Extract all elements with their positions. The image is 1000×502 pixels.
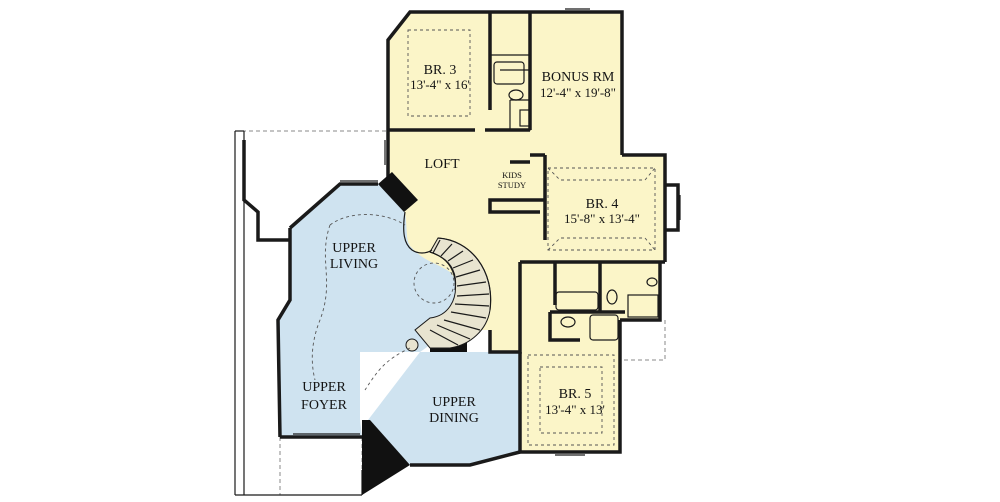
br5-name: BR. 5 — [559, 387, 592, 402]
kids-study-line2: STUDY — [498, 180, 526, 190]
bath-fixtures — [493, 61, 659, 341]
br4-name: BR. 4 — [586, 197, 619, 212]
upper-living-line1: UPPER — [332, 241, 376, 256]
upper-dining-area — [368, 352, 520, 465]
bonus-name: BONUS RM — [542, 70, 615, 85]
upper-foyer-line1: UPPER — [302, 380, 346, 395]
loft-railing — [403, 211, 433, 254]
upper-foyer-line2: FOYER — [301, 398, 348, 413]
column-block-upper — [378, 172, 418, 212]
upper-living-line2: LIVING — [330, 257, 378, 272]
loft-name: LOFT — [425, 157, 460, 172]
br4-dims: 15'-8" x 13'-4" — [564, 211, 640, 226]
bonus-dims: 12'-4" x 19'-8" — [540, 85, 616, 100]
br3-dims: 13'-4" x 16' — [410, 77, 470, 92]
br3-name: BR. 3 — [424, 63, 457, 78]
walls — [276, 10, 680, 467]
br5-dims: 13'-4" x 13' — [545, 402, 605, 417]
lower-roof-wall — [234, 130, 363, 496]
upper-dining-line2: DINING — [429, 411, 479, 426]
upper-living-foyer-area — [278, 184, 465, 437]
ceiling-details — [311, 29, 656, 446]
upper-dining-line1: UPPER — [432, 395, 476, 410]
column-block-lower — [362, 420, 410, 495]
windows — [293, 8, 681, 456]
kids-study-line1: KIDS — [502, 170, 522, 180]
